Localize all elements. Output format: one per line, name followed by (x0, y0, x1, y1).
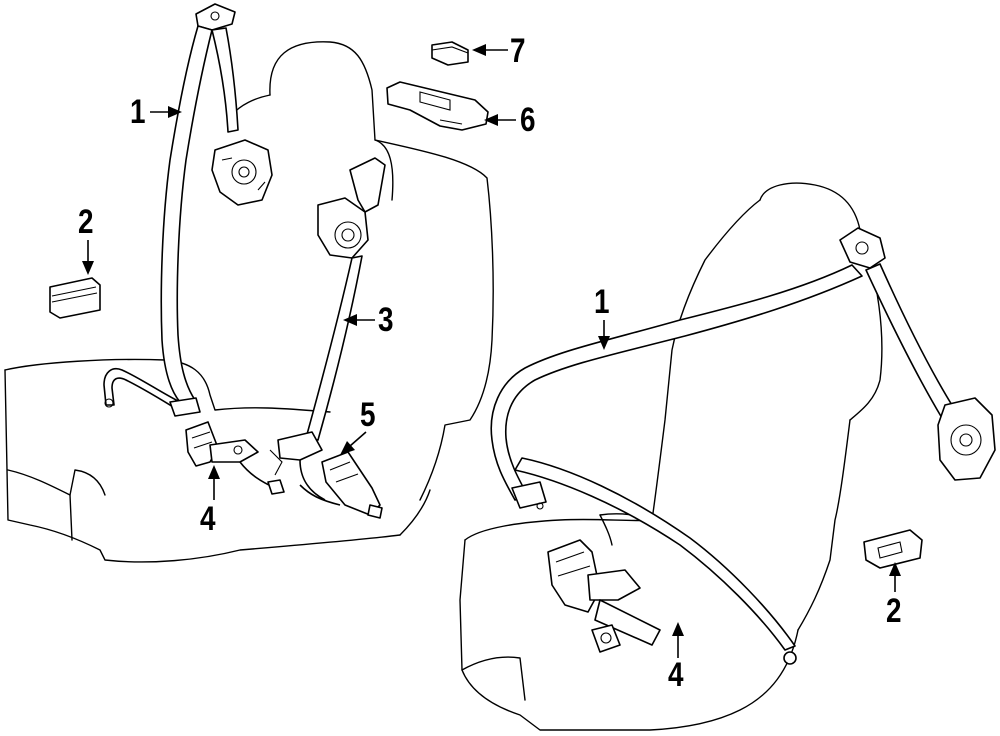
callout-retractor-cap: 7 (510, 32, 526, 70)
callout-right-buckle: 4 (668, 656, 684, 694)
right-seat-outline (459, 182, 883, 731)
callout-right-buckle-cover: 2 (886, 592, 902, 630)
callout-left-buckle: 4 (200, 500, 216, 538)
left-seat-buckle (185, 421, 285, 495)
callout-center-buckle: 5 (360, 396, 376, 434)
right-seat-buckle (547, 539, 661, 653)
left-buckle-cover-part (49, 277, 101, 319)
left-seat-outline (4, 41, 494, 563)
retractor-cap-part (431, 41, 469, 66)
left-seat-belt (103, 3, 273, 417)
right-seat-belt (490, 227, 996, 665)
right-buckle-cover-part (863, 529, 923, 569)
leader-arrows (82, 44, 901, 658)
callout-retractor-cover: 6 (520, 101, 536, 139)
callout-left-belt: 1 (130, 93, 146, 131)
callout-left-buckle-cover: 2 (78, 203, 94, 241)
center-seat-buckle (299, 451, 383, 519)
center-seat-belt (269, 157, 386, 501)
callout-center-belt: 3 (378, 301, 394, 339)
callout-right-belt: 1 (594, 283, 610, 321)
retractor-cover-part (386, 81, 489, 131)
